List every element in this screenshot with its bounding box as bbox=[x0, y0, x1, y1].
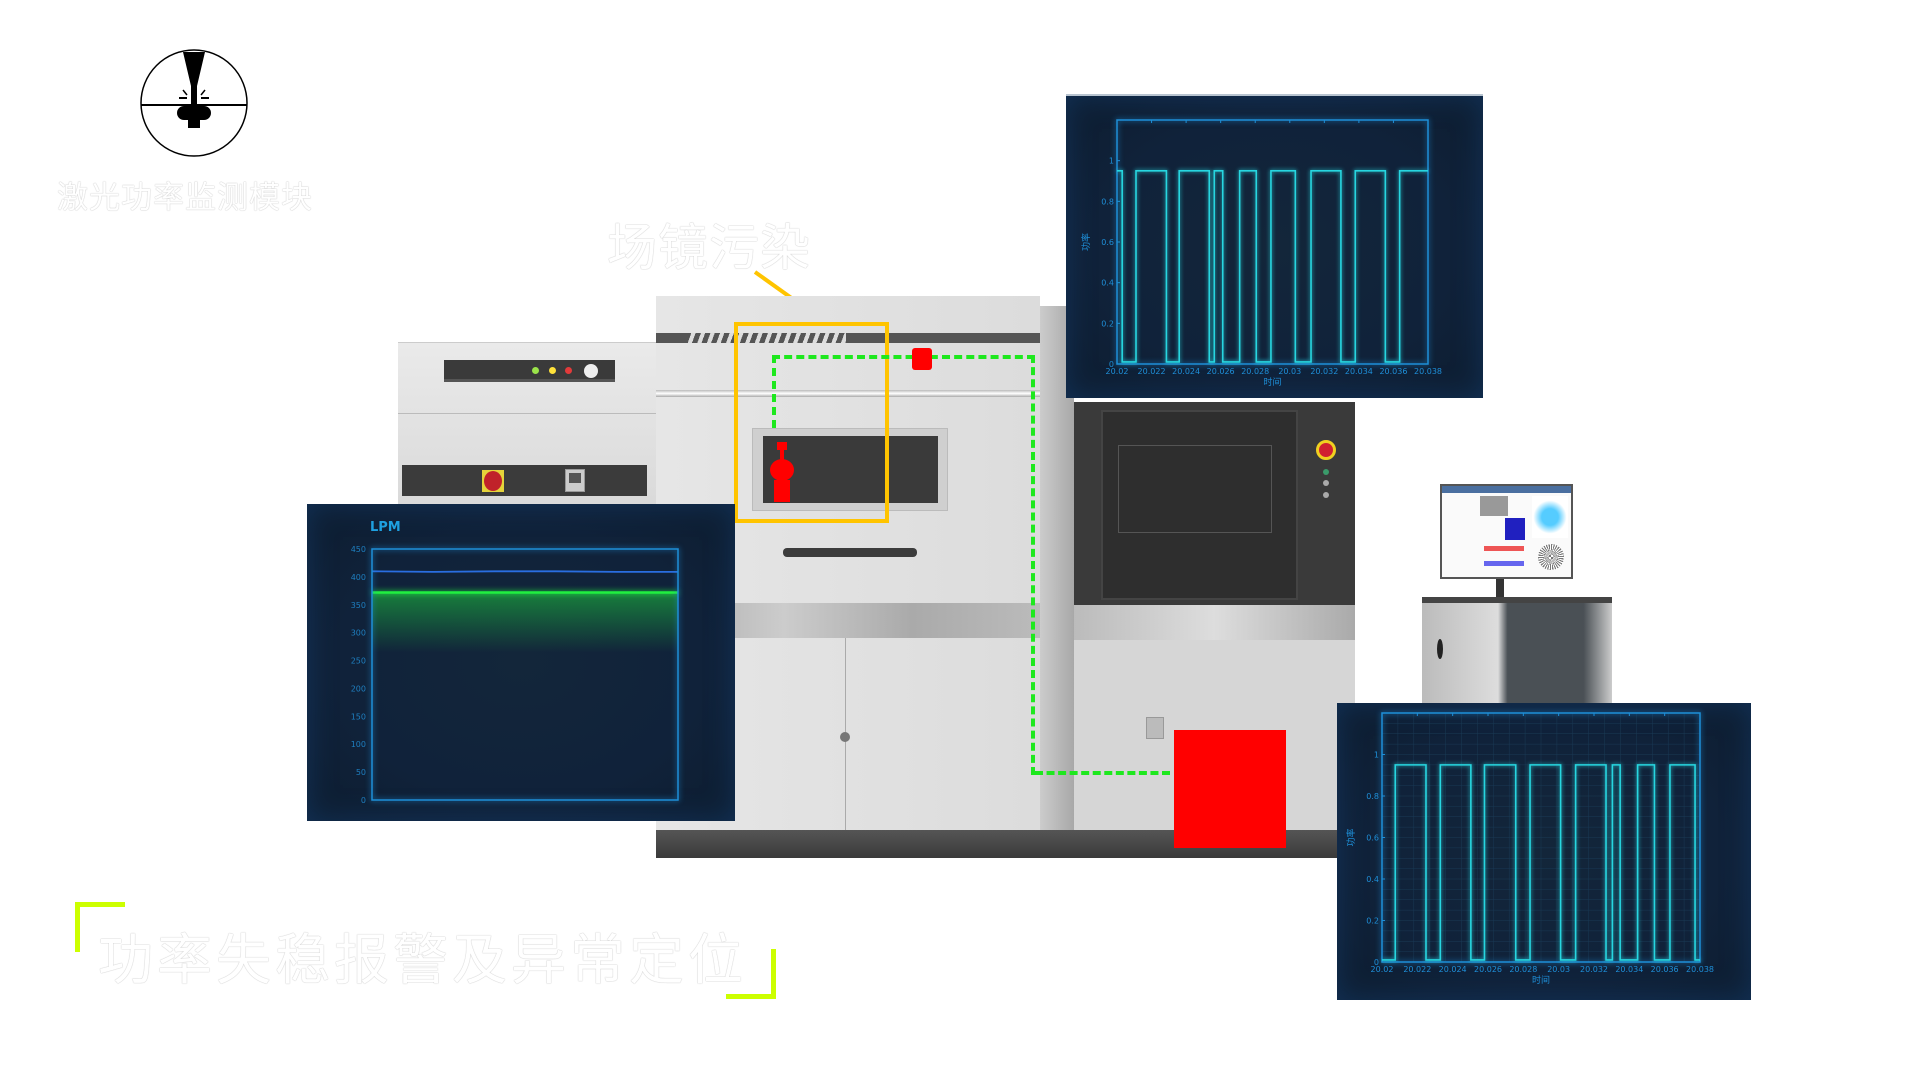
x-tick-label: 20.034 bbox=[1345, 367, 1373, 376]
fault-path-right bbox=[772, 355, 1035, 775]
power-chart-bottom: 20.02 20.022 20.024 20.026 20.028 20.03 20.032… bbox=[1337, 703, 1751, 1000]
x-tick-label: 20.02 bbox=[1106, 367, 1129, 376]
x-axis-label: 时间 bbox=[1532, 974, 1550, 986]
x-axis-label: 时间 bbox=[1263, 376, 1281, 388]
x-tick-label: 20.024 bbox=[1439, 965, 1467, 974]
touchscreen-monitor-icon[interactable] bbox=[1440, 484, 1573, 579]
control-panel-icon[interactable] bbox=[565, 469, 585, 492]
x-tick-label: 20.038 bbox=[1414, 367, 1442, 376]
alert-marker-small[interactable] bbox=[912, 348, 932, 370]
y-tick-label: 0.4 bbox=[1101, 279, 1114, 288]
power-chart-top: 20.02 20.022 20.024 20.026 20.028 20.03 20.032… bbox=[1066, 94, 1483, 398]
y-tick-label: 0.6 bbox=[1366, 834, 1379, 843]
y-tick-label: 0 bbox=[1374, 958, 1379, 967]
emergency-stop-button[interactable] bbox=[1316, 440, 1336, 460]
y-axis-label: 功率 bbox=[1080, 233, 1092, 251]
door-lock[interactable] bbox=[840, 732, 850, 742]
laser-logo-icon bbox=[140, 49, 248, 157]
y-tick-label: 0.8 bbox=[1366, 792, 1379, 801]
power-trace bbox=[1382, 764, 1700, 961]
series-line-0 bbox=[371, 570, 678, 573]
power-trace bbox=[1117, 170, 1428, 363]
vent-stripe bbox=[656, 333, 1040, 343]
y-axis-label: 功率 bbox=[1345, 828, 1357, 846]
door-handle[interactable] bbox=[783, 548, 917, 557]
fault-path-bottom bbox=[1035, 771, 1170, 775]
x-tick-label: 20.022 bbox=[1403, 965, 1431, 974]
bracket-top-left bbox=[75, 902, 125, 952]
x-tick-label: 20.022 bbox=[1138, 367, 1166, 376]
x-tick-label: 20.028 bbox=[1509, 965, 1537, 974]
left-control-unit bbox=[398, 342, 660, 512]
x-tick-label: 20.032 bbox=[1580, 965, 1608, 974]
logo-caption: 激光功率监测模块 bbox=[57, 180, 313, 216]
viewing-window bbox=[752, 428, 948, 511]
y-tick-label: 100 bbox=[351, 740, 366, 749]
power-chart-top-svg: 20.02 20.022 20.024 20.026 20.028 20.03 20.032… bbox=[1080, 119, 1442, 388]
emergency-stop-icon[interactable] bbox=[482, 470, 504, 492]
x-tick-label: 20.032 bbox=[1310, 367, 1338, 376]
fault-path-left bbox=[772, 355, 776, 428]
green-series-glow bbox=[372, 592, 678, 653]
x-tick-label: 20.028 bbox=[1241, 367, 1269, 376]
status-light-bar bbox=[444, 360, 615, 382]
y-tick-label: 0 bbox=[1109, 360, 1114, 369]
y-tick-label: 400 bbox=[351, 573, 366, 582]
computer-cart bbox=[1422, 597, 1612, 707]
x-tick-label: 20.036 bbox=[1651, 965, 1679, 974]
bracket-bottom-right bbox=[726, 949, 776, 999]
lower-control-panel bbox=[402, 465, 647, 496]
y-tick-label: 0.2 bbox=[1101, 319, 1114, 328]
x-tick-label: 20.02 bbox=[1371, 965, 1394, 974]
plot-frame bbox=[1116, 119, 1429, 365]
y-tick-label: 0.2 bbox=[1366, 917, 1379, 926]
x-tick-label: 20.03 bbox=[1278, 367, 1301, 376]
status-led-green bbox=[532, 367, 539, 374]
x-tick-label: 20.03 bbox=[1547, 965, 1570, 974]
x-tick-label: 20.026 bbox=[1474, 965, 1502, 974]
y-tick-label: 350 bbox=[351, 601, 366, 610]
y-tick-label: 1 bbox=[1374, 751, 1379, 760]
y-tick-label: 0.8 bbox=[1101, 197, 1114, 206]
y-tick-label: 0.6 bbox=[1101, 238, 1114, 247]
x-tick-label: 20.026 bbox=[1207, 367, 1235, 376]
y-tick-label: 150 bbox=[351, 712, 366, 721]
alert-marker-large[interactable] bbox=[1174, 730, 1286, 848]
plot-frame bbox=[371, 548, 679, 801]
y-tick-label: 50 bbox=[356, 768, 366, 777]
x-tick-label: 20.034 bbox=[1615, 965, 1643, 974]
y-tick-label: 450 bbox=[351, 545, 366, 554]
x-tick-label: 20.036 bbox=[1379, 367, 1407, 376]
chart-title: LPM bbox=[370, 520, 401, 535]
field-lens-highlight-box bbox=[734, 322, 889, 523]
y-tick-label: 0 bbox=[361, 796, 366, 805]
footer-title: 功率失稳报警及异常定位 bbox=[98, 928, 748, 992]
power-chart-bottom-svg: 20.02 20.022 20.024 20.026 20.028 20.03 20.032… bbox=[1345, 712, 1714, 986]
y-tick-label: 1 bbox=[1109, 157, 1114, 166]
y-tick-label: 200 bbox=[351, 684, 366, 693]
status-led-red bbox=[565, 367, 572, 374]
status-led-yellow bbox=[549, 367, 556, 374]
y-tick-label: 250 bbox=[351, 657, 366, 666]
access-port[interactable] bbox=[1146, 717, 1164, 739]
callout-label: 场镜污染 bbox=[607, 219, 811, 277]
y-tick-label: 300 bbox=[351, 629, 366, 638]
lpm-chart-svg: LPM 0 50 100 150 200 250 300 350 400 450 bbox=[351, 520, 679, 805]
lens-fault-marker-icon[interactable] bbox=[768, 442, 798, 506]
y-tick-label: 0.4 bbox=[1366, 875, 1379, 884]
lpm-flow-chart: LPM 0 50 100 150 200 250 300 350 400 450 bbox=[307, 504, 735, 821]
x-tick-label: 20.038 bbox=[1686, 965, 1714, 974]
status-knob[interactable] bbox=[584, 364, 598, 378]
x-tick-label: 20.024 bbox=[1172, 367, 1200, 376]
